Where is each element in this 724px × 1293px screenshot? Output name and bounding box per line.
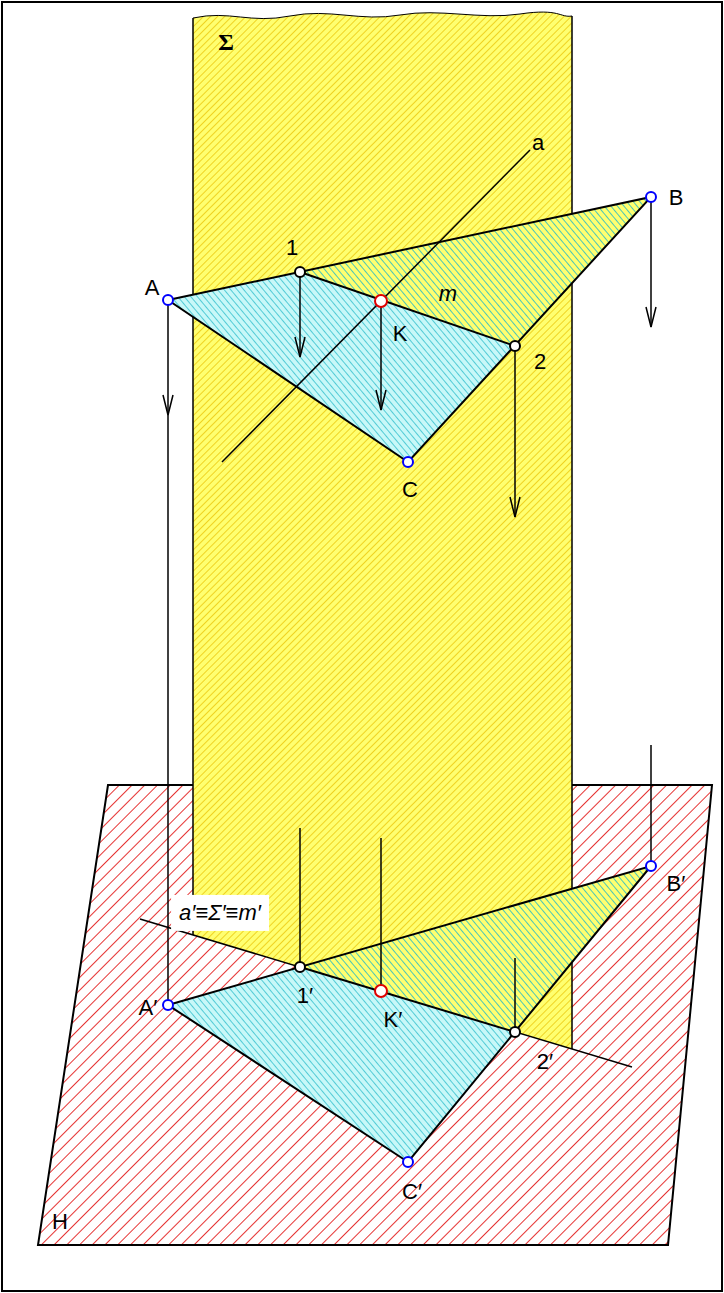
point-label: 1 xyxy=(286,236,298,260)
triangle-back-projection xyxy=(300,866,651,1032)
point-label: K′ xyxy=(384,1008,403,1032)
points xyxy=(163,192,656,1167)
line-m xyxy=(300,272,515,346)
line-m-projection xyxy=(300,967,515,1032)
plane-sigma xyxy=(193,12,572,1049)
point-label: 1′ xyxy=(297,984,313,1008)
point-label: a xyxy=(532,131,544,155)
point-label: C xyxy=(402,478,418,502)
point-label: 2 xyxy=(534,350,546,374)
line-a xyxy=(222,150,530,462)
plane-label: H xyxy=(52,1210,68,1234)
point-label: A xyxy=(145,276,160,300)
trace-label: a′≡Σ′≡m′ xyxy=(171,895,269,931)
point-label: m xyxy=(439,282,457,306)
plane-sigma-break xyxy=(193,12,572,19)
projectors xyxy=(163,197,656,1032)
plane-label: Σ xyxy=(218,29,234,55)
point-label: K xyxy=(393,322,408,346)
point-label: A′ xyxy=(139,996,158,1020)
triangle-projection-outline xyxy=(168,866,651,1162)
point-label: 2′ xyxy=(537,1050,553,1074)
triangle-outline xyxy=(168,197,651,462)
point-label: B xyxy=(669,186,684,210)
point-label: B′ xyxy=(667,872,686,896)
triangle-back xyxy=(300,197,651,346)
point-label: C′ xyxy=(402,1180,422,1204)
